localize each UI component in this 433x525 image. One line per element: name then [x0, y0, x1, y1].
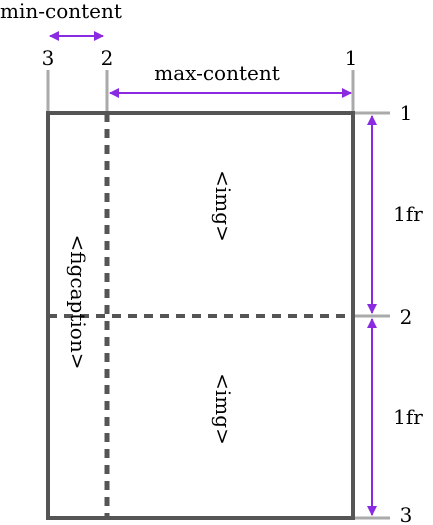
min-content-label: min-content — [0, 0, 122, 23]
row-line-number: 1 — [400, 101, 413, 125]
column-line-number: 2 — [101, 46, 114, 70]
column-line-number: 3 — [42, 46, 55, 70]
max-content-label: max-content — [154, 61, 280, 85]
row-line-number: 2 — [400, 305, 413, 329]
column-line-number: 1 — [345, 46, 358, 70]
figcaption-label: <figcaption> — [66, 235, 90, 370]
img-bottom-label: <img> — [211, 373, 235, 445]
row-line-number: 3 — [400, 503, 413, 525]
row-1-size-label: 1fr — [393, 202, 423, 226]
row-2-size-label: 1fr — [393, 405, 423, 429]
img-top-label: <img> — [211, 170, 235, 242]
